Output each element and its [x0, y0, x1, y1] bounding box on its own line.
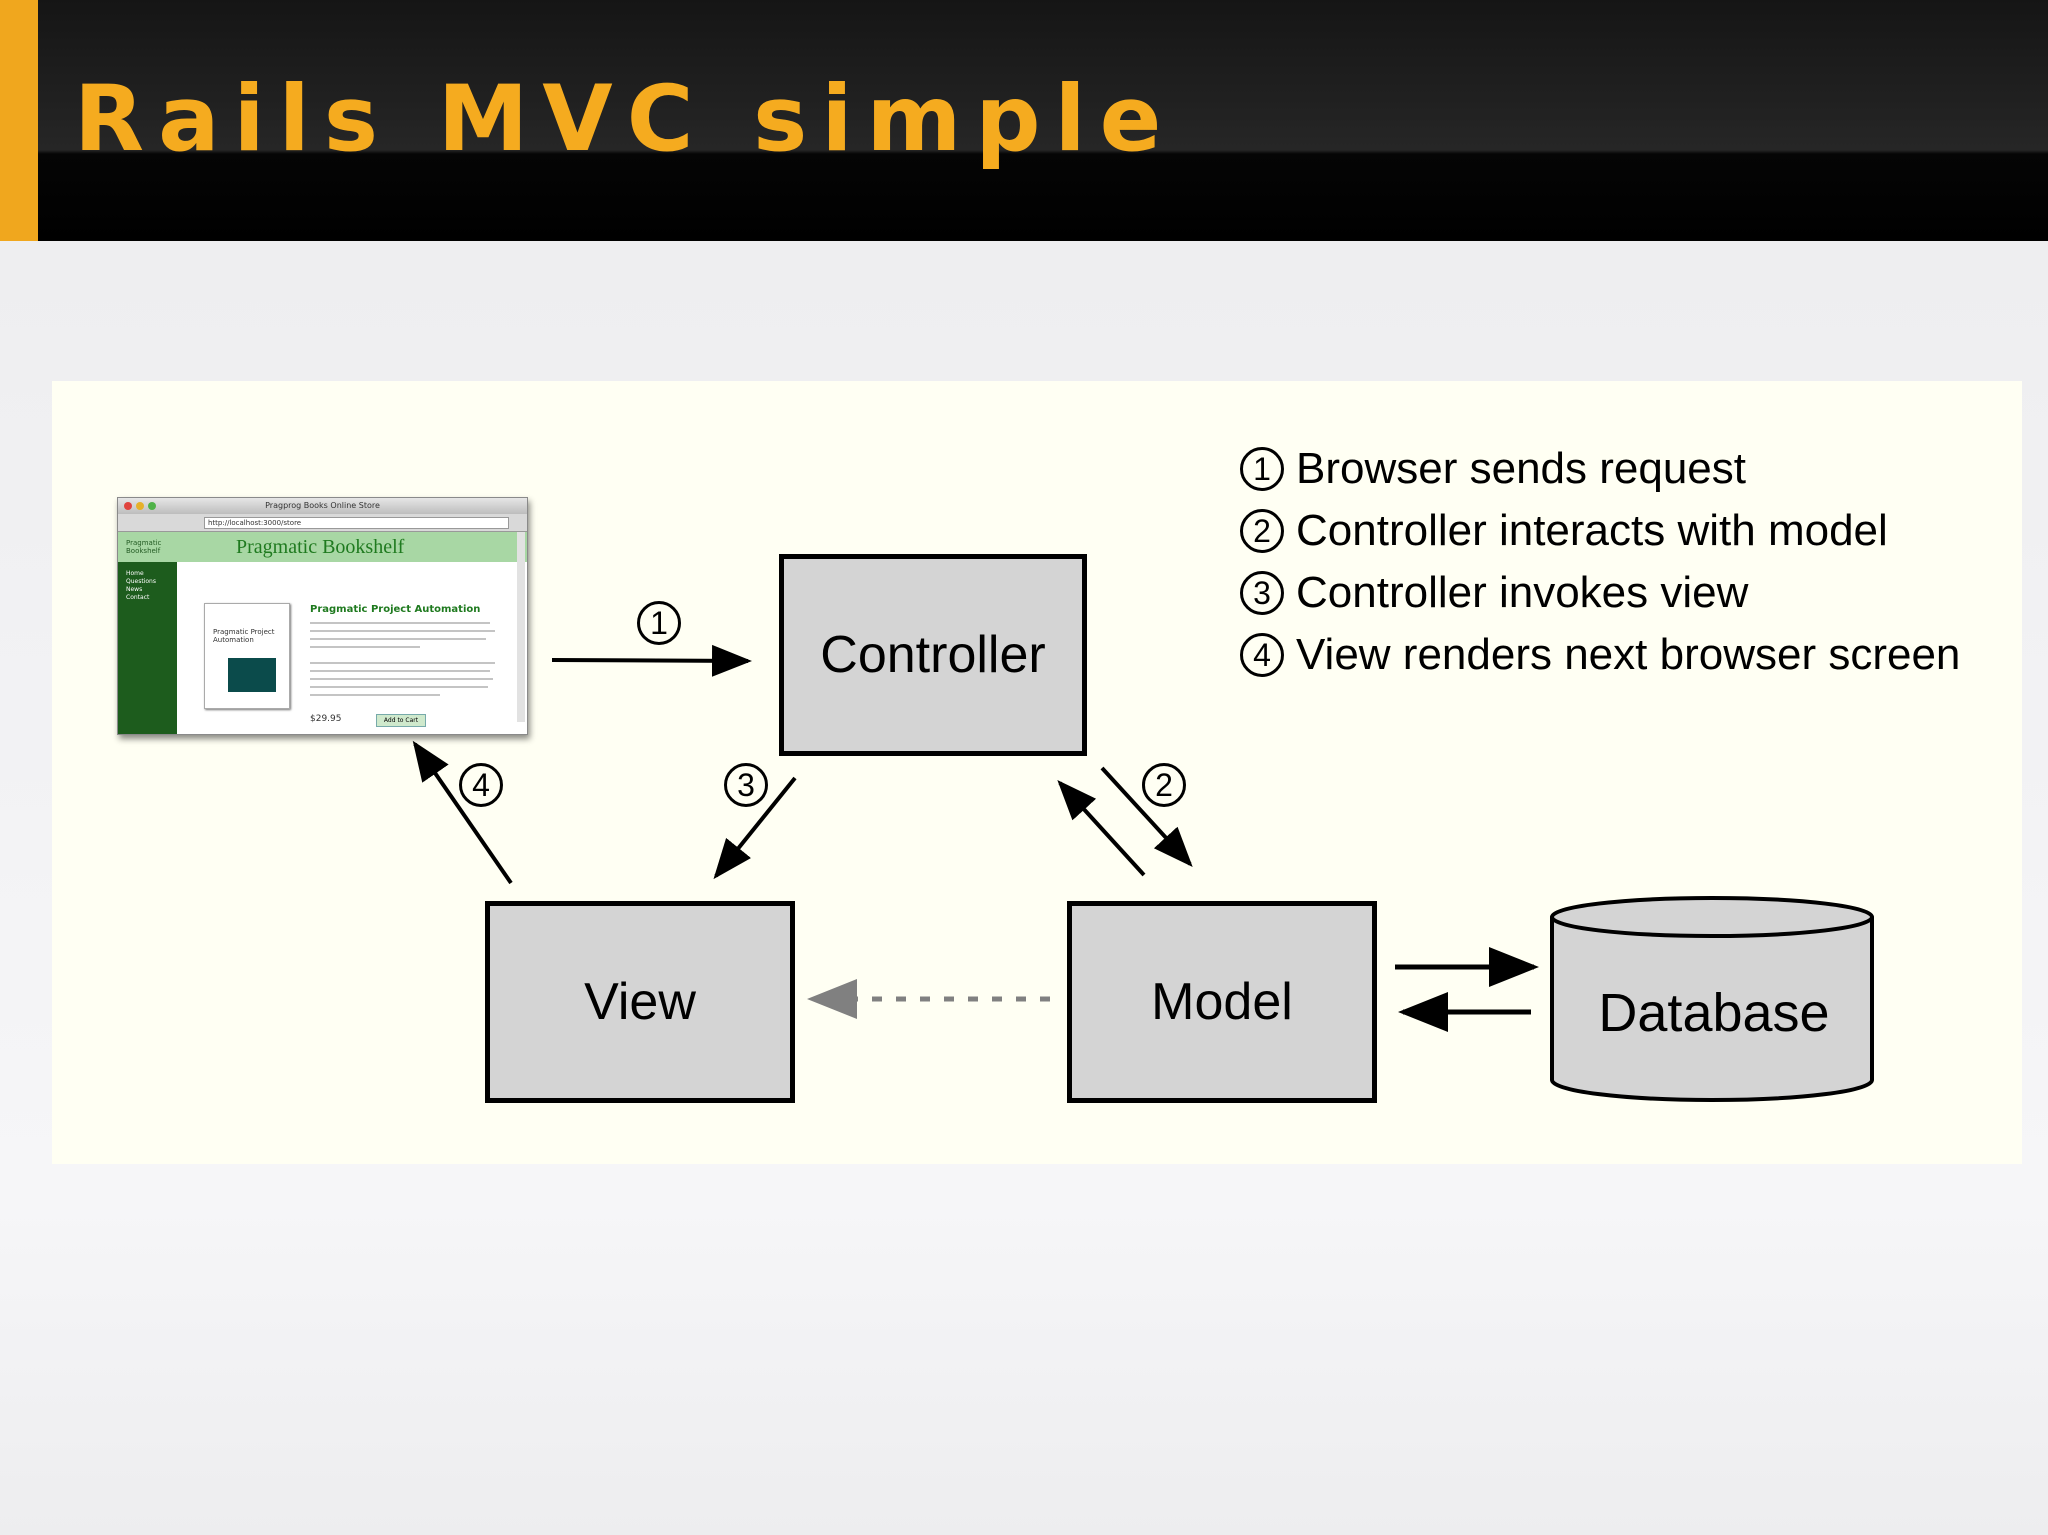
product-price: $29.95: [310, 714, 342, 724]
controller-box: Controller: [779, 554, 1087, 756]
view-box: View: [485, 901, 795, 1103]
text-line: [310, 662, 495, 664]
step-3-marker: 3: [724, 763, 768, 807]
legend-item: 4 View renders next browser screen: [1240, 624, 1960, 686]
text-line: [310, 646, 420, 648]
book-cover-art: [228, 658, 276, 692]
legend-number: 3: [1240, 571, 1284, 615]
step-4-marker: 4: [459, 763, 503, 807]
legend-item: 3 Controller invokes view: [1240, 562, 1960, 624]
legend-text: Controller interacts with model: [1296, 506, 1888, 555]
book-cover-title: Pragmatic Project Automation: [213, 628, 275, 644]
add-to-cart-button: Add to Cart: [376, 714, 426, 727]
text-line: [310, 670, 490, 672]
browser-titlebar: Pragprog Books Online Store: [118, 498, 527, 514]
store-banner: Pragmatic Bookshelf Pragmatic Bookshelf: [118, 532, 527, 562]
text-line: [310, 694, 440, 696]
arrow-controller-to-view: [713, 776, 797, 880]
legend-text: Browser sends request: [1296, 444, 1746, 493]
arrow-view-to-browser: [412, 740, 513, 885]
arrow-model-to-controller: [1057, 780, 1146, 877]
browser-scrollbar: [517, 532, 525, 722]
database-label: Database: [1598, 983, 1830, 1043]
store-name: Pragmatic Bookshelf: [236, 535, 405, 558]
header-accent-bar: [0, 0, 38, 241]
browser-window-title: Pragprog Books Online Store: [265, 501, 380, 510]
model-box: Model: [1067, 901, 1377, 1103]
slide-header: Rails MVC simple: [0, 0, 2048, 241]
text-line: [310, 678, 493, 680]
legend-number: 2: [1240, 509, 1284, 553]
arrow-browser-to-controller: [551, 644, 752, 677]
legend-item: 2 Controller interacts with model: [1240, 500, 1960, 562]
zoom-dot-icon: [148, 502, 156, 510]
close-dot-icon: [124, 502, 132, 510]
nav-link: Home: [126, 570, 144, 577]
store-sidebar: Home Questions News Contact: [118, 562, 177, 734]
legend-text: Controller invokes view: [1296, 568, 1749, 617]
step-1-marker: 1: [637, 601, 681, 645]
text-line: [310, 622, 490, 624]
database-cylinder: [1550, 896, 1874, 1102]
nav-link: Contact: [126, 594, 150, 601]
nav-link: News: [126, 586, 143, 593]
browser-toolbar: http://localhost:3000/store: [118, 514, 527, 532]
legend-item: 1 Browser sends request: [1240, 438, 1960, 500]
nav-link: Questions: [126, 578, 156, 585]
text-line: [310, 686, 488, 688]
legend-number: 4: [1240, 633, 1284, 677]
book-cover: Pragmatic Project Automation: [204, 603, 290, 709]
legend-number: 1: [1240, 447, 1284, 491]
store-logo: Pragmatic Bookshelf: [126, 539, 162, 555]
text-line: [310, 630, 495, 632]
browser-screenshot: Pragprog Books Online Store http://local…: [117, 497, 528, 735]
steps-legend: 1 Browser sends request 2 Controller int…: [1240, 438, 1960, 686]
minimize-dot-icon: [136, 502, 144, 510]
arrow-controller-to-model: [1100, 766, 1193, 867]
product-title: Pragmatic Project Automation: [310, 604, 481, 615]
browser-url-field: http://localhost:3000/store: [204, 517, 509, 529]
step-2-marker: 2: [1142, 763, 1186, 807]
legend-text: View renders next browser screen: [1296, 630, 1961, 679]
slide-title: Rails MVC simple: [74, 67, 1176, 172]
text-line: [310, 638, 486, 640]
